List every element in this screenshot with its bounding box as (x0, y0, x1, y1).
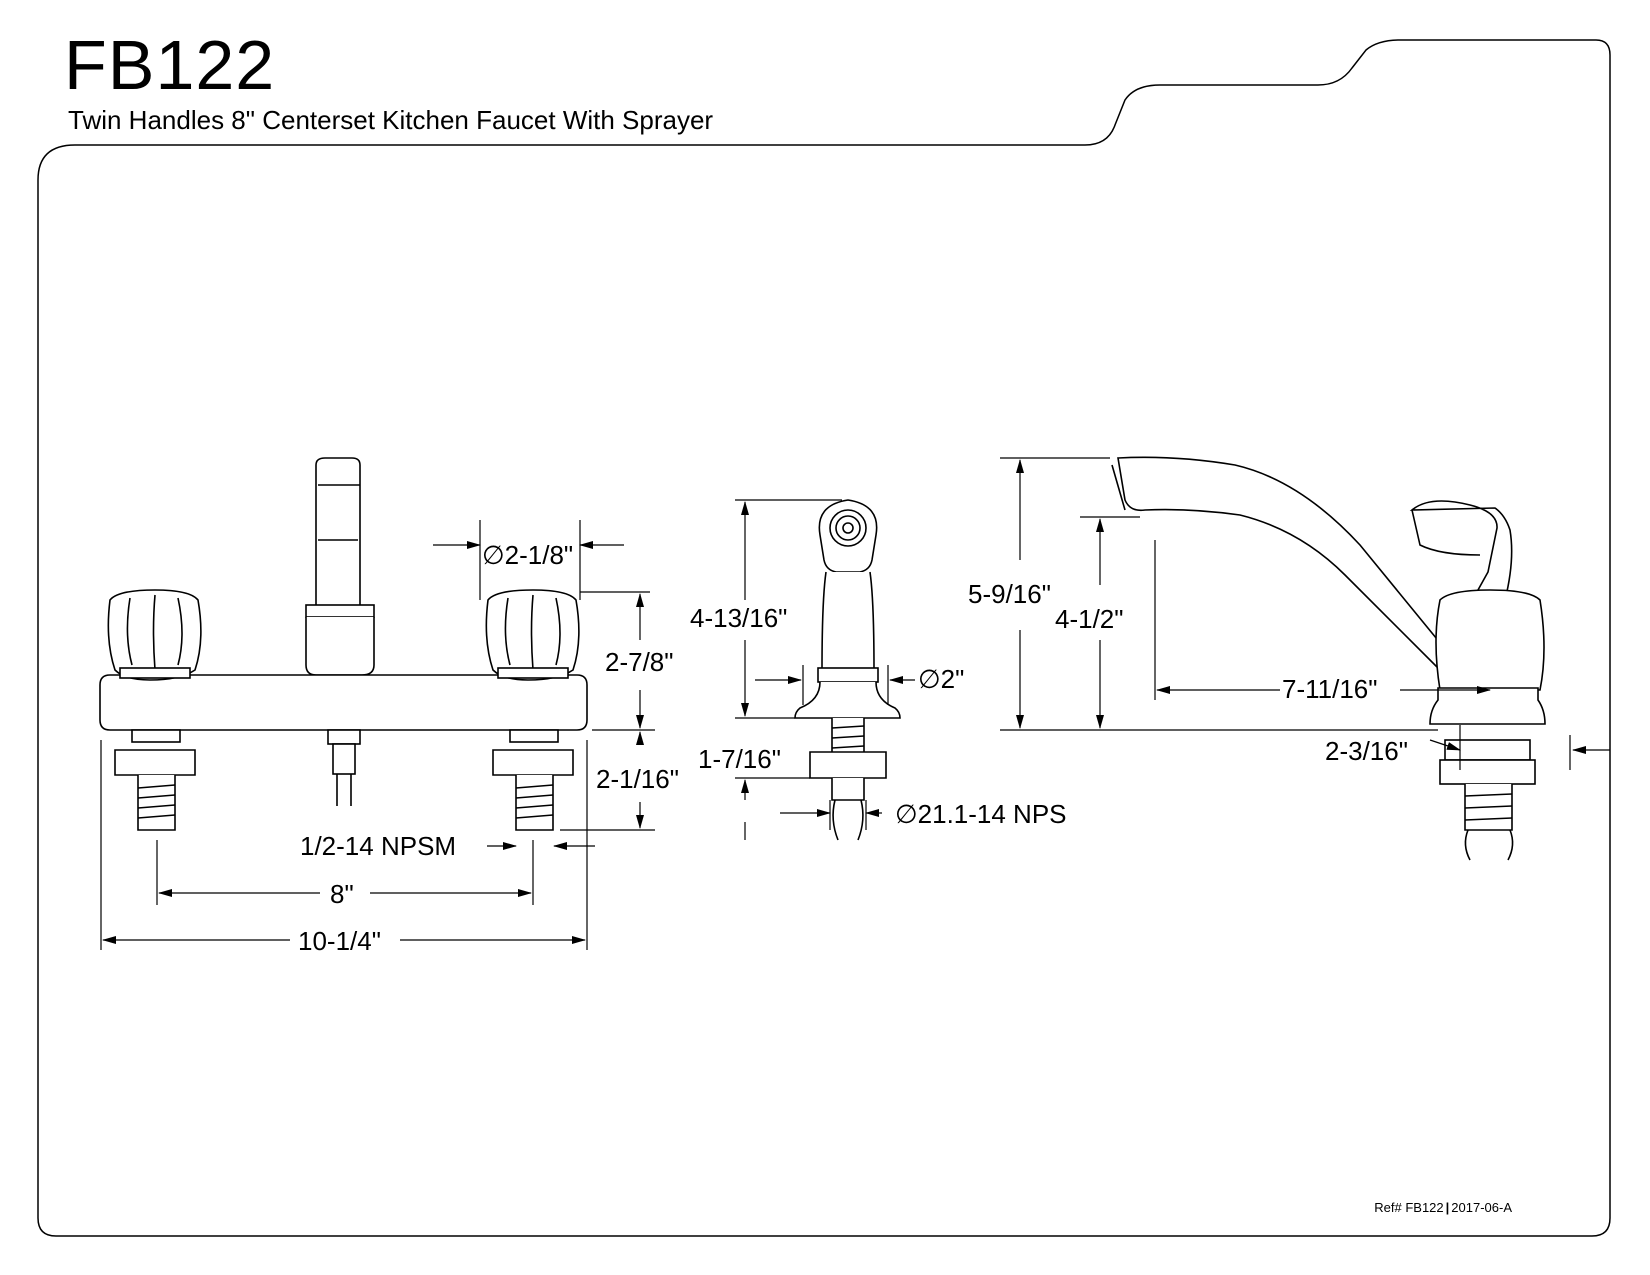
sprayer-height-label: 4-13/16" (690, 603, 787, 633)
handle-height-label: 2-7/8" (605, 647, 674, 677)
sprayer-thread-label: ∅21.1-14 NPS (895, 799, 1067, 829)
center-spacing-label: 8" (330, 879, 354, 909)
handle-diameter-label: ∅2-1/8" (482, 540, 573, 570)
spout-reach-label: 7-11/16" (1282, 674, 1377, 704)
reference-code: Ref# FB122|2017-06-A (1374, 1200, 1512, 1215)
ref-number: Ref# FB122 (1374, 1200, 1444, 1215)
sprayer-shank-label: 1-7/16" (698, 744, 781, 774)
overall-width-label: 10-1/4" (298, 926, 381, 956)
drawing-border (37, 39, 1611, 1237)
side-view-faucet (1111, 456, 1546, 861)
spout-clearance-label: 4-1/2" (1055, 604, 1124, 634)
date-code: 2017-06-A (1451, 1200, 1512, 1215)
side-depth-label: 2-3/16" (1325, 736, 1408, 766)
model-number: FB122 (64, 26, 276, 104)
spout-height-label: 5-9/16" (968, 579, 1051, 609)
sprayer-dimensions (735, 499, 915, 840)
product-description: Twin Handles 8" Centerset Kitchen Faucet… (68, 105, 714, 135)
shank-length-label: 2-1/16" (596, 764, 679, 794)
shank-thread-label: 1/2-14 NPSM (300, 831, 456, 861)
dimension-labels: ∅2-1/8" 2-7/8" 2-1/16" 1/2-14 NPSM 8" 10… (298, 540, 1408, 956)
spout-side (1117, 456, 1451, 677)
side-view-dimensions (1000, 457, 1610, 770)
deck-plate (99, 674, 588, 731)
sprayer-view (794, 499, 901, 841)
front-view-faucet (99, 457, 588, 831)
front-view-dimensions (100, 520, 655, 950)
sprayer-base-diameter-label: ∅2" (918, 664, 964, 694)
